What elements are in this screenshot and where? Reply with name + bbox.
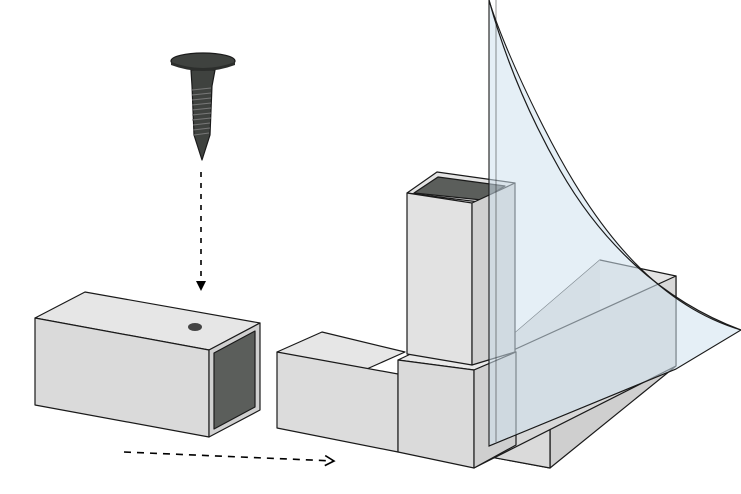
tube-end-opening <box>213 330 256 430</box>
arm-left-front <box>276 351 399 453</box>
screw-icon <box>170 52 236 161</box>
slide-tube-arrow <box>123 451 336 467</box>
screw-threads <box>191 87 212 136</box>
panel-body <box>488 0 741 447</box>
square-tube-icon <box>34 291 261 438</box>
screw-shank <box>190 69 216 161</box>
cube-front <box>397 359 475 469</box>
panel-curve <box>488 0 741 331</box>
screw-hole <box>188 323 202 331</box>
clear-curved-panel-icon <box>488 0 741 447</box>
panel-bottom-edge <box>488 368 677 447</box>
post-front <box>406 192 473 366</box>
